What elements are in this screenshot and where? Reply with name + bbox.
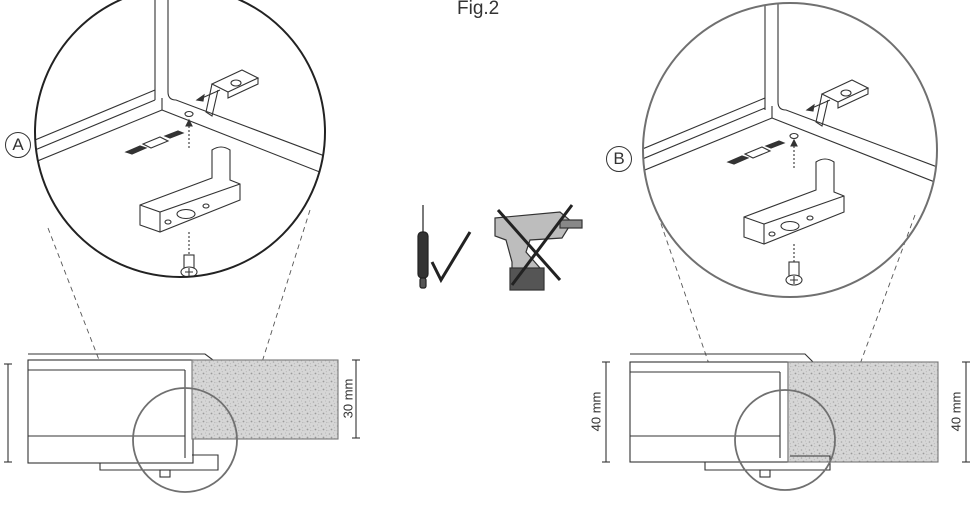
panel-b bbox=[602, 2, 970, 491]
zoom-circle-b bbox=[734, 389, 836, 491]
screwdriver-icon bbox=[417, 205, 429, 289]
figure-title: Fig.2 bbox=[457, 0, 500, 19]
tools bbox=[417, 204, 583, 291]
panel-a bbox=[4, 0, 360, 493]
check-icon bbox=[430, 231, 472, 284]
cross-section-a bbox=[4, 353, 360, 478]
detail-circle-a bbox=[34, 0, 326, 278]
panel-b-label: B bbox=[606, 146, 632, 172]
cross-section-b bbox=[602, 353, 970, 478]
cross-icon bbox=[496, 204, 574, 286]
zoom-circle-a bbox=[132, 387, 238, 493]
worktop-dimension-b: 40 mm bbox=[948, 391, 964, 432]
panel-a-label: A bbox=[5, 132, 31, 158]
detail-circle-b bbox=[642, 2, 938, 298]
worktop-dimension-a: 30 mm bbox=[340, 378, 356, 419]
cabinet-dimension-b: 40 mm bbox=[588, 391, 604, 432]
